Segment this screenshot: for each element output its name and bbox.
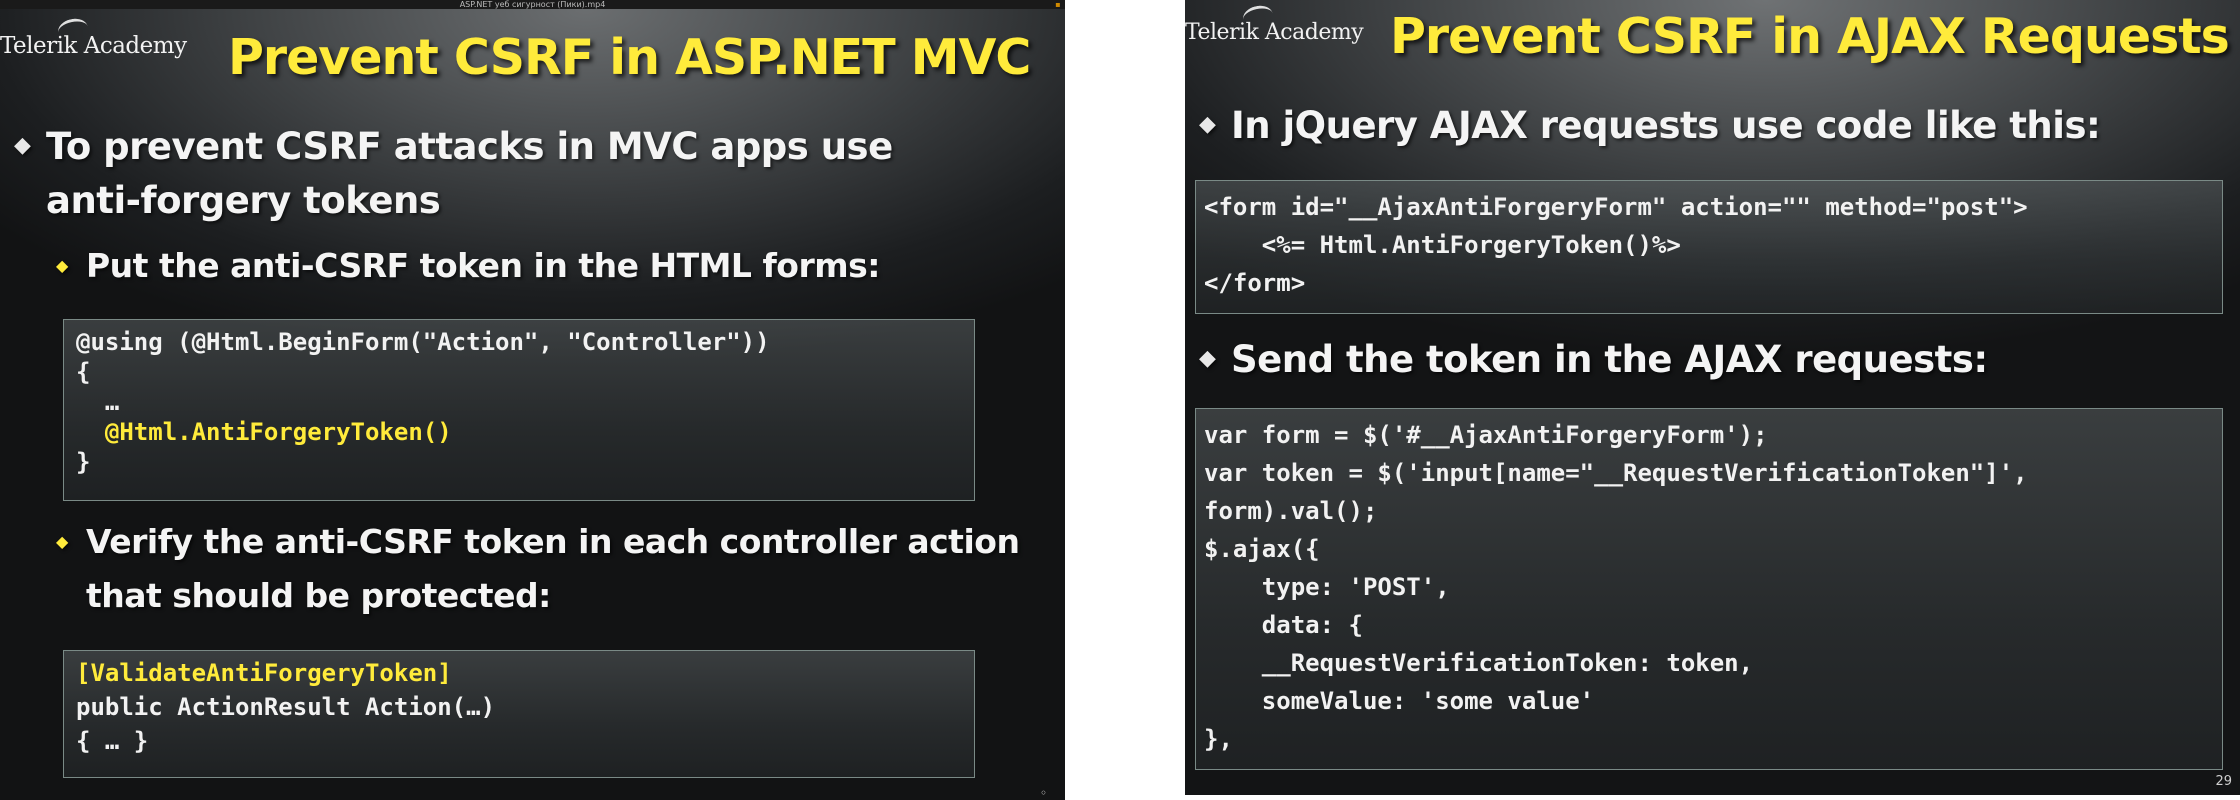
sub-bullet-text-line2: that should be protected: (86, 576, 551, 615)
code-line: @using (@Html.BeginForm("Action", "Contr… (76, 328, 770, 356)
slide-title: Prevent CSRF in AJAX Requests (1390, 8, 2230, 65)
code-line: $.ajax({ (1204, 535, 1320, 563)
sub-bullet-item: ◆ Put the anti-CSRF token in the HTML fo… (56, 246, 1036, 296)
bullet-item: ◆ Send the token in the AJAX requests: (1199, 338, 2229, 388)
code-block-attribute: [ValidateAntiForgeryToken] public Action… (63, 650, 975, 778)
bullet-text: In jQuery AJAX requests use code like th… (1231, 104, 2101, 147)
sub-bullet-text: Put the anti-CSRF token in the HTML form… (86, 246, 880, 285)
code-block-form: <form id="__AjaxAntiForgeryForm" action=… (1195, 180, 2223, 314)
mouse-cursor-icon: ◦ (1040, 786, 1048, 800)
bullet-item: ◆ To prevent CSRF attacks in MVC apps us… (14, 125, 1054, 235)
code-line: var form = $('#__AjaxAntiForgeryForm'); (1204, 421, 1768, 449)
bullet-text-line2: anti-forgery tokens (46, 179, 441, 222)
page-number: 29 (2215, 774, 2232, 789)
code-line: </form> (1204, 269, 1306, 297)
code-line: <%= Html.AntiForgeryToken()%> (1204, 231, 1681, 259)
code-block-form: @using (@Html.BeginForm("Action", "Contr… (63, 319, 975, 501)
code-line: type: 'POST', (1204, 573, 1450, 601)
video-title-bar: ASP.NET уеб сигурност (Пики).mp4 ▪ (0, 0, 1065, 9)
bullet-item: ◆ In jQuery AJAX requests use code like … (1199, 104, 2229, 154)
video-title: ASP.NET уеб сигурност (Пики).mp4 (459, 0, 606, 9)
slide-left: Telerik Academy Prevent CSRF in ASP.NET … (0, 9, 1065, 800)
code-line-highlight: [ValidateAntiForgeryToken] (76, 659, 452, 687)
diamond-bullet-icon: ◆ (1199, 112, 1216, 137)
code-line: data: { (1204, 611, 1363, 639)
code-line: <form id="__AjaxAntiForgeryForm" action=… (1204, 193, 2028, 221)
diamond-bullet-icon: ◆ (1199, 346, 1216, 371)
code-line: { … } (76, 727, 149, 755)
sub-bullet-text-line1: Verify the anti-CSRF token in each contr… (86, 522, 1020, 561)
bullet-text: Send the token in the AJAX requests: (1231, 338, 1988, 381)
code-line: } (76, 448, 91, 476)
code-line: { (76, 358, 91, 386)
sub-bullet-item: ◆ Verify the anti-CSRF token in each con… (56, 522, 1056, 632)
bullet-text-line1: To prevent CSRF attacks in MVC apps use (46, 125, 893, 168)
diamond-bullet-icon: ◆ (56, 532, 68, 551)
code-line: someValue: 'some value' (1204, 687, 1595, 715)
code-line: form).val(); (1204, 497, 1378, 525)
code-block-ajax: var form = $('#__AjaxAntiForgeryForm'); … (1195, 408, 2223, 770)
diamond-bullet-icon: ◆ (14, 133, 31, 158)
code-line-highlight: @Html.AntiForgeryToken() (76, 418, 452, 446)
slide-title: Prevent CSRF in ASP.NET MVC (228, 29, 1031, 86)
code-line: … (76, 388, 120, 416)
code-line: }, (1204, 725, 1233, 753)
code-line: __RequestVerificationToken: token, (1204, 649, 1754, 677)
code-line: public ActionResult Action(…) (76, 693, 496, 721)
diamond-bullet-icon: ◆ (56, 256, 68, 275)
code-line: var token = $('input[name="__RequestVeri… (1204, 459, 2028, 487)
logo-text: Telerik Academy (1185, 20, 1364, 45)
logo-text: Telerik Academy (0, 33, 187, 59)
telerik-academy-logo: Telerik Academy (0, 16, 187, 59)
telerik-academy-logo: Telerik Academy (1185, 3, 1364, 45)
window-corner-icon[interactable]: ▪ (1055, 0, 1061, 9)
slide-right: Telerik Academy Prevent CSRF in AJAX Req… (1185, 0, 2240, 795)
